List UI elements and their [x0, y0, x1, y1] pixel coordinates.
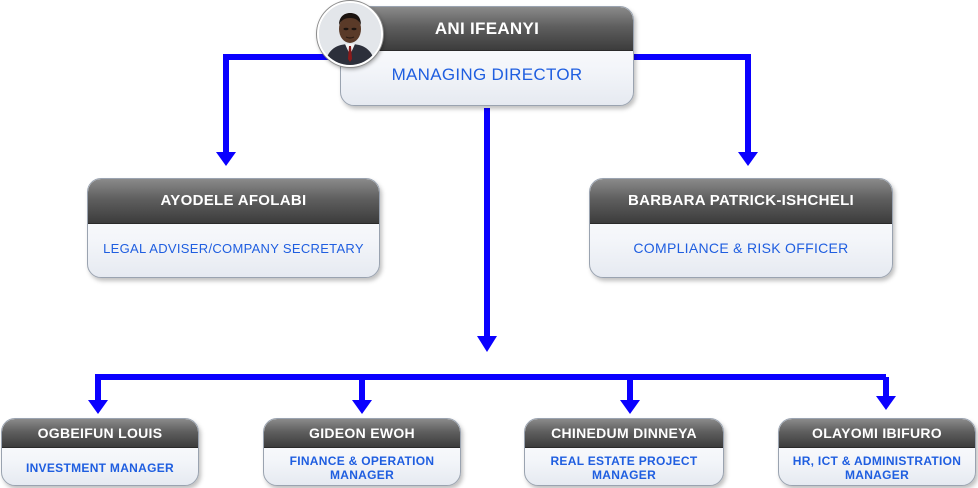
- arrowhead-legal: [216, 152, 236, 166]
- connector-md-to-compliance: [634, 54, 751, 152]
- card-role: HR, ICT & ADMINISTRATION MANAGER: [779, 454, 975, 483]
- arrowhead-investment: [88, 400, 108, 414]
- card-name: CHINEDUM DINNEYA: [525, 419, 723, 448]
- role-line-1: HR, ICT & ADMINISTRATION: [792, 454, 962, 468]
- person-photo-icon: [317, 1, 383, 67]
- role-line-1: REAL ESTATE PROJECT: [550, 454, 698, 468]
- card-name: ANI IFEANYI: [341, 7, 633, 51]
- card-name: GIDEON EWOH: [264, 419, 460, 448]
- card-finance-manager: GIDEON EWOH FINANCE & OPERATION MANAGER: [263, 418, 461, 486]
- card-role: MANAGING DIRECTOR: [391, 65, 583, 84]
- role-line-2: MANAGER: [329, 468, 395, 483]
- card-role: FINANCE & OPERATION MANAGER: [264, 454, 460, 483]
- card-name: OGBEIFUN LOUIS: [2, 419, 198, 448]
- card-role: REAL ESTATE PROJECT MANAGER: [525, 454, 723, 483]
- card-real-estate-manager: CHINEDUM DINNEYA REAL ESTATE PROJECT MAN…: [524, 418, 724, 486]
- arrowhead-estate: [620, 400, 640, 414]
- card-role: LEGAL ADVISER/COMPANY SECRETARY: [103, 241, 364, 256]
- card-name: BARBARA PATRICK-ISHCHELI: [590, 179, 892, 224]
- arrowhead-finance: [352, 400, 372, 414]
- role-line-1: INVESTMENT MANAGER: [25, 461, 175, 475]
- card-managing-director: ANI IFEANYI MANAGING DIRECTOR: [340, 6, 634, 106]
- card-role: COMPLIANCE & RISK OFFICER: [633, 240, 849, 256]
- card-name: AYODELE AFOLABI: [88, 179, 379, 224]
- card-compliance-officer: BARBARA PATRICK-ISHCHELI COMPLIANCE & RI…: [589, 178, 893, 278]
- arrowhead-compliance: [738, 152, 758, 166]
- card-legal-adviser: AYODELE AFOLABI LEGAL ADVISER/COMPANY SE…: [87, 178, 380, 278]
- card-role: INVESTMENT MANAGER: [2, 461, 198, 475]
- card-name: OLAYOMI IBIFURO: [779, 419, 975, 448]
- card-investment-manager: OGBEIFUN LOUIS INVESTMENT MANAGER: [1, 418, 199, 486]
- card-hr-manager: OLAYOMI IBIFURO HR, ICT & ADMINISTRATION…: [778, 418, 976, 486]
- role-line-1: FINANCE & OPERATION: [289, 454, 435, 468]
- arrowhead-hr: [876, 396, 896, 410]
- role-line-2: MANAGER: [844, 468, 910, 483]
- role-line-2: MANAGER: [591, 468, 657, 483]
- connector-md-to-legal: [223, 54, 340, 152]
- arrowhead-trunk: [477, 336, 497, 352]
